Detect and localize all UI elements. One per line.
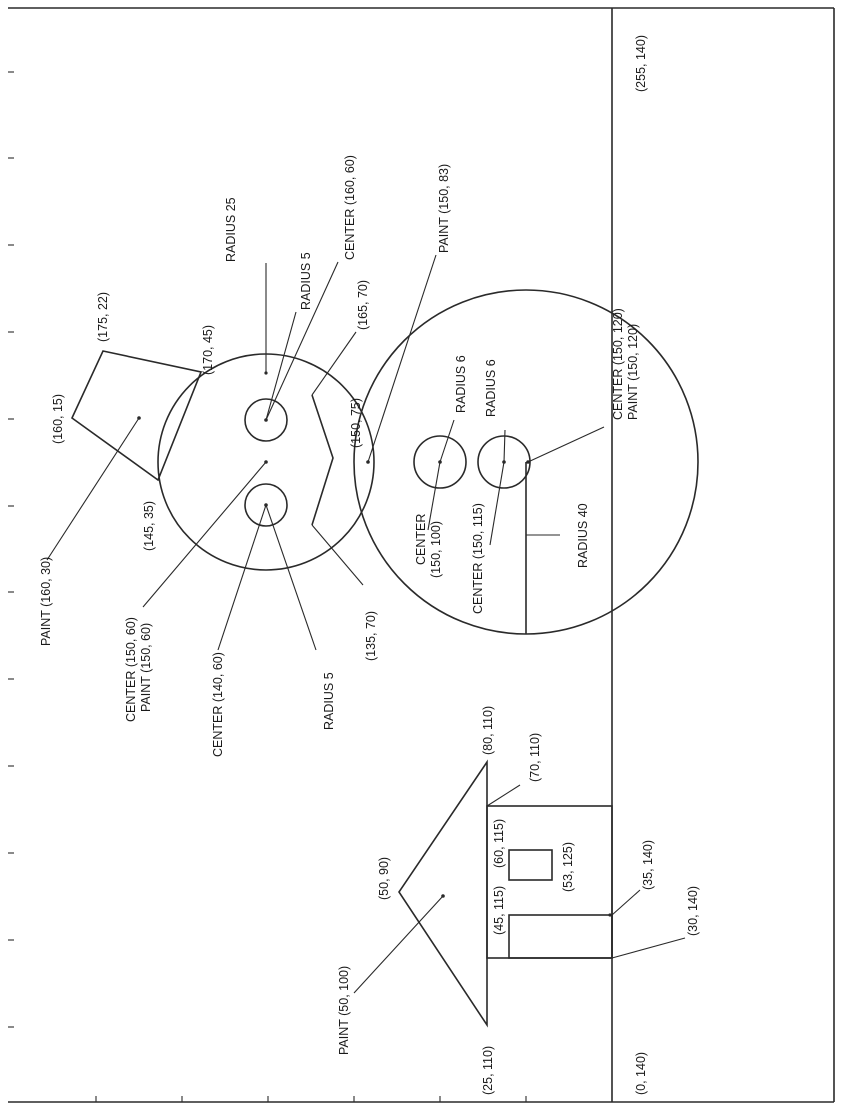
label-hat-paint: PAINT (160, 30) xyxy=(39,557,53,646)
label-window-br: (53, 125) xyxy=(561,842,575,892)
leader-lines xyxy=(46,254,686,994)
label-mouth-left: (135, 70) xyxy=(364,611,378,661)
label-head-radius: RADIUS 25 xyxy=(224,197,238,262)
label-roof-peak: (50, 90) xyxy=(377,857,391,900)
left-tick-marks xyxy=(8,71,14,1028)
label-hat-top-left: (160, 15) xyxy=(51,394,65,444)
label-hat-top-right: (175, 22) xyxy=(96,292,110,342)
labels: (255, 140) (0, 140) (160, 15) (175, 22) … xyxy=(39,35,700,1095)
label-hat-bottom-left: (145, 35) xyxy=(142,501,156,551)
label-door-br: (35, 140) xyxy=(641,840,655,890)
label-button2-center: CENTER (150, 115) xyxy=(471,503,485,614)
house-door xyxy=(508,914,613,959)
snowman-button-1 xyxy=(413,435,467,489)
snowman-button-2 xyxy=(477,435,531,489)
label-hat-bottom-right: (170, 45) xyxy=(201,325,215,375)
snowman-right-eye xyxy=(244,398,288,442)
label-eye-left-center: CENTER (140, 60) xyxy=(211,652,225,757)
label-door-tl: (45, 115) xyxy=(492,886,506,935)
label-button1-center-coords: (150, 100) xyxy=(429,521,443,578)
label-mouth-right: (165, 70) xyxy=(356,280,370,330)
label-button1-center: CENTER xyxy=(414,514,428,565)
label-ground-left: (0, 140) xyxy=(634,1052,648,1095)
label-eye-right-center: CENTER (160, 60) xyxy=(343,155,357,260)
label-eye-right-radius: RADIUS 5 xyxy=(299,252,313,310)
label-roof-paint: PAINT (50, 100) xyxy=(337,966,351,1055)
label-mouth-mid: (150, 75) xyxy=(349,398,363,448)
snowman-left-eye xyxy=(244,483,288,527)
bottom-tick-marks xyxy=(95,1096,527,1102)
label-window-tl: (60, 115) xyxy=(492,819,506,868)
snowman-hat xyxy=(70,350,203,482)
label-button1-radius: RADIUS 6 xyxy=(454,355,468,413)
label-roof-left: (25, 110) xyxy=(481,1046,495,1095)
label-house-right-top: (70, 110) xyxy=(528,733,542,782)
label-body-center: CENTER (150, 120) xyxy=(611,308,625,420)
house-roof xyxy=(398,759,488,1028)
label-house-left-bottom: (30, 140) xyxy=(686,886,700,936)
label-ground-right: (255, 140) xyxy=(634,35,648,92)
label-body-paint: PAINT (150, 83) xyxy=(437,164,451,253)
snowman-mouth xyxy=(311,394,334,526)
label-body-radius: RADIUS 40 xyxy=(576,503,590,568)
label-button2-radius: RADIUS 6 xyxy=(484,359,498,417)
label-head-paint: PAINT (150, 60) xyxy=(139,623,153,712)
house-window xyxy=(508,849,553,881)
label-roof-right: (80, 110) xyxy=(481,706,495,755)
label-head-center: CENTER (150, 60) xyxy=(124,617,138,722)
label-body-paint-center: PAINT (150, 120) xyxy=(626,324,640,420)
label-eye-left-radius: RADIUS 5 xyxy=(322,672,336,730)
